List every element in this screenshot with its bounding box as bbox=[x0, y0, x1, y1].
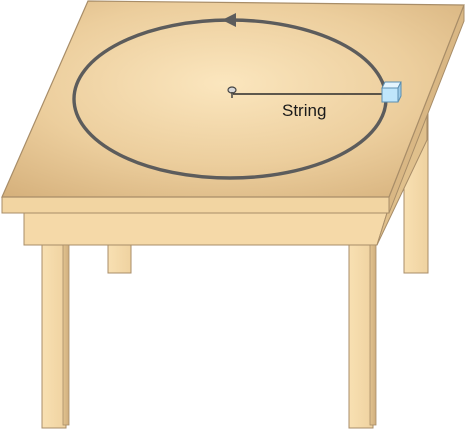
arrowhead-left-icon bbox=[222, 13, 236, 27]
tabletop bbox=[1, 0, 465, 198]
front-leg-left bbox=[41, 244, 70, 429]
back-leg-left bbox=[107, 242, 132, 274]
cube-icon bbox=[381, 81, 402, 103]
front-leg-right bbox=[348, 244, 377, 429]
string-label: String bbox=[282, 101, 326, 120]
pin-icon bbox=[227, 86, 237, 98]
tabletop-edge bbox=[1, 4, 465, 214]
